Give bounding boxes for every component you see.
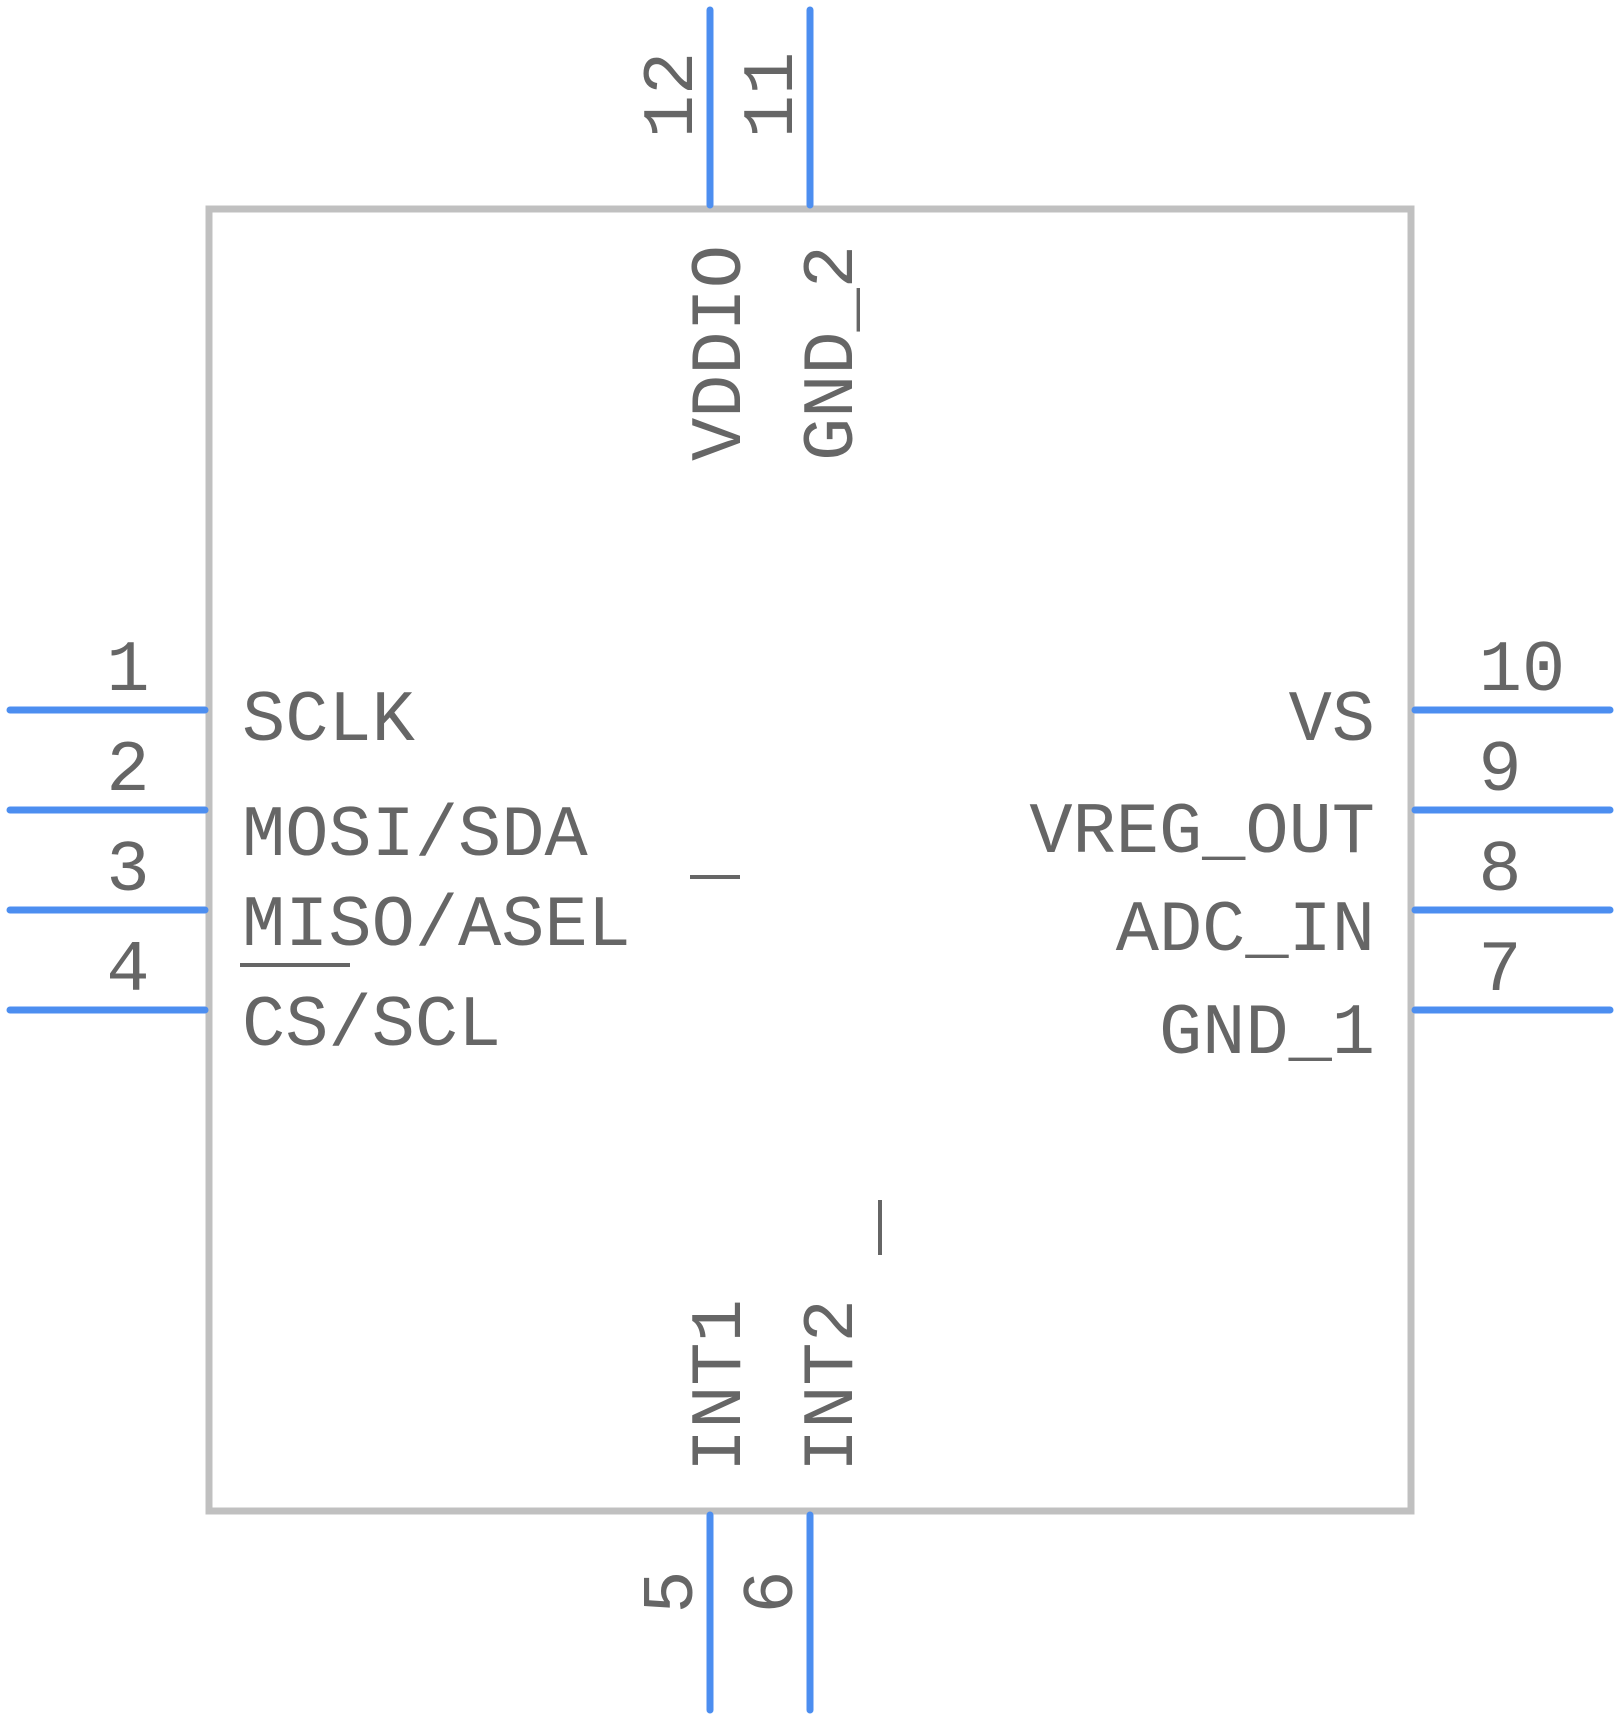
pin-2-number: 2 — [106, 730, 149, 812]
pin-1-name: SCLK — [242, 680, 416, 762]
pin-1[interactable]: 1 SCLK — [6, 630, 416, 762]
pin-9[interactable]: 9 VREG_OUT — [1029, 730, 1614, 874]
pin-7[interactable]: 7 GND_1 — [1159, 930, 1614, 1075]
pin-4-name: CS/SCL — [242, 985, 501, 1067]
pin-10-name: VS — [1289, 680, 1375, 762]
pin-2-name: MOSI/SDA — [242, 795, 588, 877]
pin-12[interactable]: 12 VDDIO — [632, 6, 762, 461]
pin-11-name: GND_2 — [792, 245, 874, 461]
pin-9-number: 9 — [1478, 730, 1521, 812]
component-body — [205, 205, 1415, 1515]
pin-12-name: VDDIO — [680, 245, 762, 461]
pin-2[interactable]: 2 MOSI/SDA — [6, 730, 588, 877]
pin-4[interactable]: 4 CS/SCL — [6, 930, 501, 1067]
pin-8-number: 8 — [1478, 830, 1521, 912]
pin-3-name: MISO/ASEL — [242, 885, 631, 967]
pin-7-number: 7 — [1478, 930, 1521, 1012]
pin-5[interactable]: 5 INT1 — [632, 1299, 762, 1714]
pin-6[interactable]: 6 INT2 — [732, 1299, 874, 1714]
pin-11[interactable]: 11 GND_2 — [732, 6, 874, 461]
pin-8[interactable]: 8 ADC_IN — [1116, 830, 1614, 972]
pin-12-number: 12 — [632, 52, 714, 138]
pin-7-name: GND_1 — [1159, 993, 1375, 1075]
pin-6-name: INT2 — [792, 1299, 874, 1472]
pin-10[interactable]: 10 VS — [1289, 630, 1614, 762]
pin-3-number: 3 — [106, 830, 149, 912]
pin-5-name: INT1 — [680, 1299, 762, 1472]
pin-10-number: 10 — [1479, 630, 1565, 712]
pin-1-number: 1 — [106, 630, 149, 712]
pin-3[interactable]: 3 MISO/ASEL — [6, 830, 631, 967]
pin-8-name: ADC_IN — [1116, 890, 1375, 972]
pin-4-number: 4 — [106, 930, 149, 1012]
pin-9-name: VREG_OUT — [1029, 792, 1375, 874]
pin-5-number: 5 — [632, 1570, 714, 1613]
pin-6-number: 6 — [732, 1570, 814, 1613]
pin-11-number: 11 — [732, 52, 814, 138]
